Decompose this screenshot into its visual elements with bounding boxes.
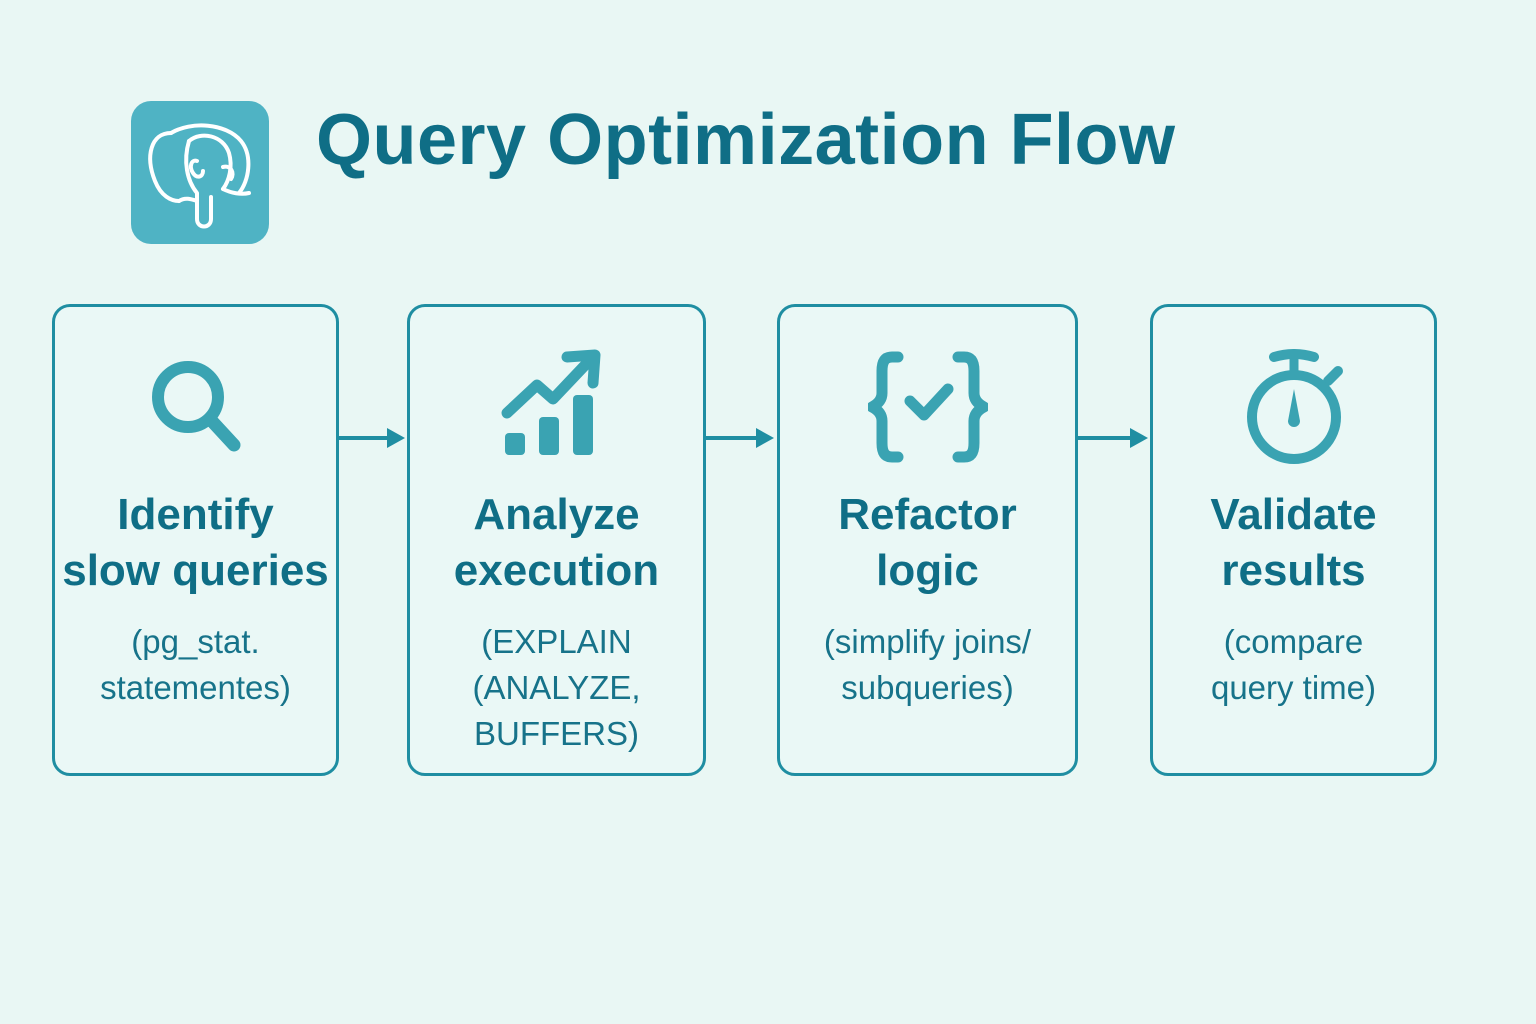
step-detail: (simplify joins/ subqueries) xyxy=(823,623,1032,706)
page-title: Query Optimization Flow xyxy=(316,100,1176,180)
postgresql-logo-icon xyxy=(131,101,269,244)
step-title-line: Refactor xyxy=(838,490,1017,539)
magnifier-search-icon xyxy=(136,349,256,469)
step-title: Identify slow queries xyxy=(55,487,336,599)
chart-trend-up-icon xyxy=(497,349,617,469)
step-detail: (compare query time) xyxy=(1210,623,1377,706)
flow-arrow-icon xyxy=(1078,426,1150,450)
step-detail: (pg_stat. statementes) xyxy=(100,623,291,706)
step-title: Validate results xyxy=(1153,487,1434,599)
step-card-analyze: Analyze execution (EXPLAIN (ANALYZE, BUF… xyxy=(407,304,706,776)
step-card-refactor: Refactor logic (simplify joins/ subqueri… xyxy=(777,304,1078,776)
step-title: Analyze execution xyxy=(410,487,703,599)
step-title-line: Analyze xyxy=(473,490,640,539)
code-braces-check-icon xyxy=(866,349,989,469)
stopwatch-icon xyxy=(1234,349,1354,469)
step-title-line: Validate xyxy=(1210,490,1377,539)
step-detail: (EXPLAIN (ANALYZE, BUFFERS) xyxy=(472,623,641,752)
step-title-line: logic xyxy=(876,546,979,595)
step-card-validate: Validate results (compare query time) xyxy=(1150,304,1437,776)
step-title-line: Identify xyxy=(117,490,274,539)
step-title-line: slow queries xyxy=(62,546,329,595)
step-title-line: results xyxy=(1221,546,1366,595)
step-title: Refactor logic xyxy=(780,487,1075,599)
flow-arrow-icon xyxy=(339,426,407,450)
flow-arrow-icon xyxy=(706,426,776,450)
step-title-line: execution xyxy=(453,546,660,595)
step-card-identify: Identify slow queries (pg_stat. statemen… xyxy=(52,304,339,776)
